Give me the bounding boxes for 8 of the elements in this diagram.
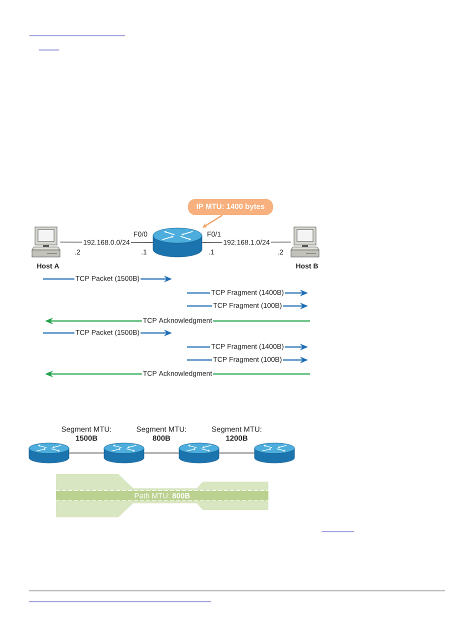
- router-icon: [254, 442, 295, 464]
- router-icon: [178, 442, 220, 464]
- link-line: [68, 452, 104, 454]
- router-icon: [28, 442, 70, 464]
- router-icon: [152, 228, 202, 258]
- link-line: [218, 452, 255, 454]
- router-icon: [104, 442, 144, 464]
- link-line: [144, 452, 180, 454]
